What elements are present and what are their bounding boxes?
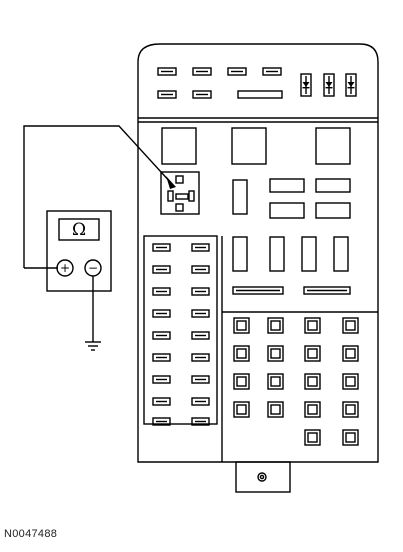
mid-maxi-fuses bbox=[232, 178, 351, 272]
mini-fuse-panel bbox=[143, 235, 218, 425]
mini-fuse-rows bbox=[152, 243, 210, 426]
probe-lead-positive bbox=[23, 125, 173, 268]
positive-label: + bbox=[60, 261, 70, 275]
ohmmeter-body bbox=[46, 210, 112, 292]
connector-bolt-icon bbox=[257, 472, 267, 482]
fuse-box-outline bbox=[137, 43, 379, 463]
ohm-symbol: Ω bbox=[72, 220, 86, 240]
large-relays bbox=[161, 127, 351, 165]
top-mini-fuses bbox=[157, 67, 283, 99]
connector-tab bbox=[235, 461, 291, 493]
ground-icon bbox=[85, 341, 101, 351]
positive-terminal bbox=[56, 259, 74, 277]
micro-relay-grid bbox=[233, 317, 359, 446]
negative-label: − bbox=[88, 261, 98, 275]
figure-reference: N0047488 bbox=[4, 528, 58, 540]
ohmmeter-display bbox=[58, 218, 100, 241]
diode-icons bbox=[300, 73, 357, 97]
long-fuses bbox=[232, 286, 351, 295]
probe-tip bbox=[166, 176, 176, 189]
relay-under-test bbox=[160, 171, 200, 215]
